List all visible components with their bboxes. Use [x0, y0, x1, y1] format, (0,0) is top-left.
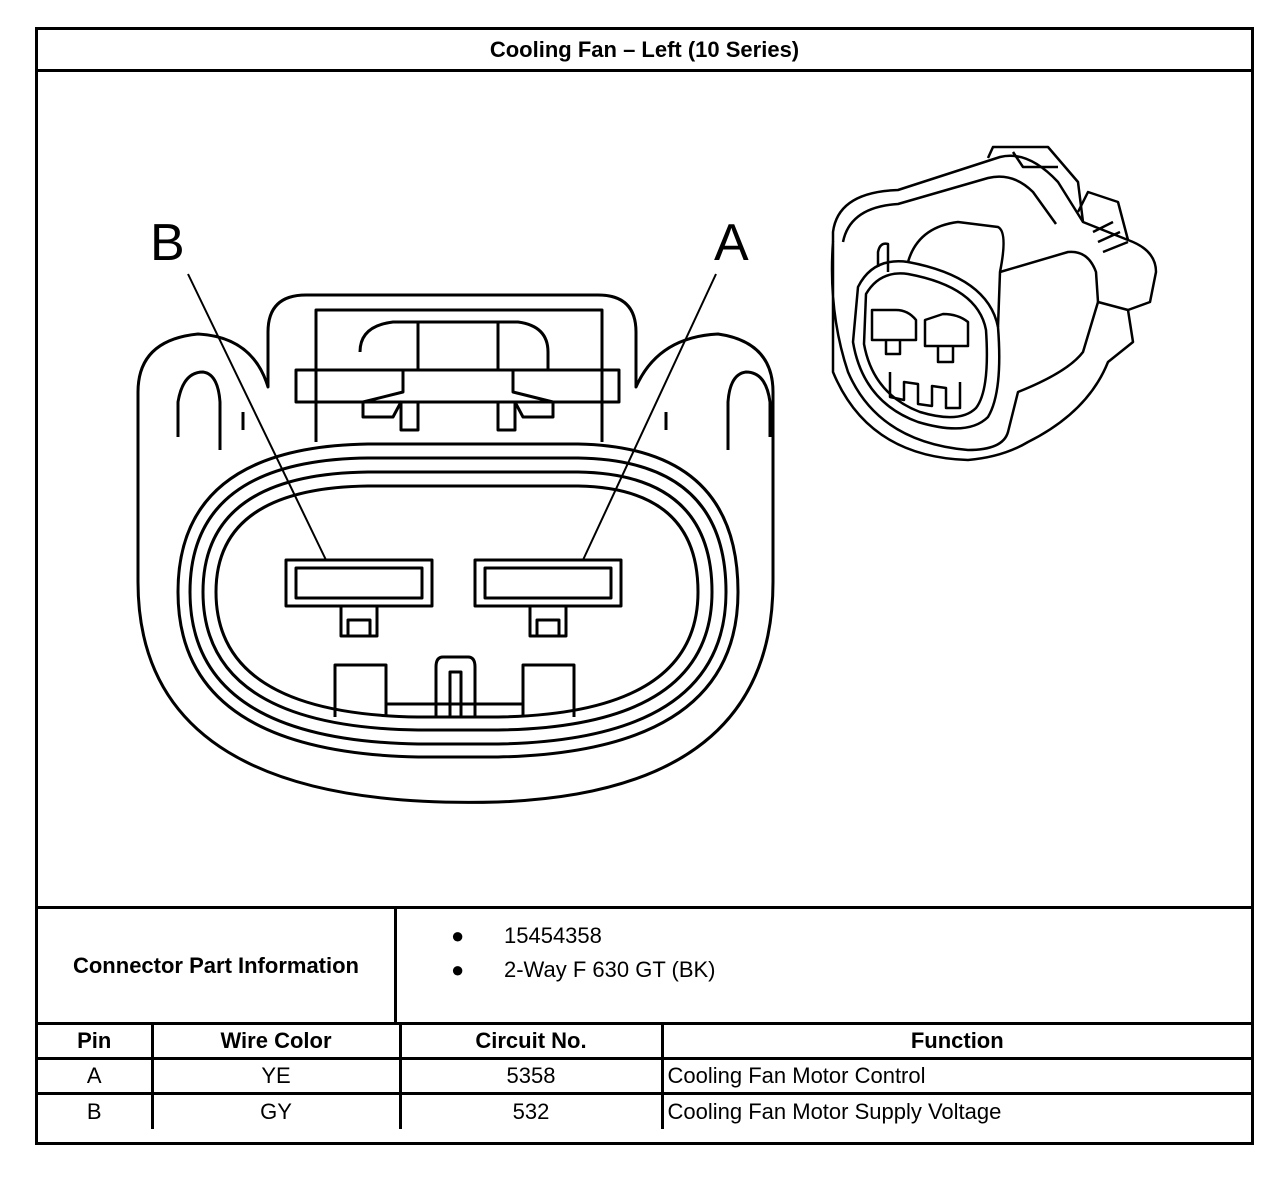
- cell-circuit: 5358: [398, 1057, 664, 1095]
- cell-function: Cooling Fan Motor Control: [660, 1057, 1251, 1095]
- table-row: A YE 5358 Cooling Fan Motor Control: [38, 1057, 1251, 1095]
- cell-circuit: 532: [398, 1092, 664, 1129]
- connector-info-label: Connector Part Information: [38, 909, 397, 1022]
- cell-pin: B: [38, 1092, 154, 1129]
- cell-wire-color: GY: [150, 1092, 402, 1129]
- header-wire-color: Wire Color: [150, 1022, 402, 1060]
- sheet-title: Cooling Fan – Left (10 Series): [38, 30, 1251, 72]
- table-row: B GY 532 Cooling Fan Motor Supply Voltag…: [38, 1092, 1251, 1129]
- housing-outline: [136, 293, 775, 804]
- pin-label-b: B: [150, 214, 185, 272]
- latch-outline: [314, 308, 604, 442]
- connector-face-view: B A: [136, 214, 775, 804]
- connector-info-list: ● 15454358 ● 2-Way F 630 GT (BK): [397, 919, 1247, 987]
- connector-sheet: Cooling Fan – Left (10 Series): [35, 27, 1254, 1145]
- bullet-icon: ●: [451, 957, 465, 982]
- connector-part-info: Connector Part Information ● 15454358 ● 2-…: [38, 906, 1251, 1022]
- header-pin: Pin: [38, 1022, 154, 1060]
- connector-drawing: B A: [38, 72, 1251, 906]
- seal-ring-middle: [188, 456, 728, 746]
- pin-table: Pin Wire Color Circuit No. Function A YE…: [38, 1022, 1251, 1129]
- pin-label-a: A: [714, 214, 749, 272]
- cell-wire-color: YE: [150, 1057, 402, 1095]
- part-number: 15454358: [504, 923, 602, 948]
- list-item: ● 15454358: [397, 919, 1247, 953]
- bullet-icon: ●: [451, 923, 465, 948]
- seal-ring-outer: [176, 442, 740, 759]
- connector-description: 2-Way F 630 GT (BK): [504, 957, 716, 982]
- connector-iso-view: [830, 145, 1158, 462]
- table-header-row: Pin Wire Color Circuit No. Function: [38, 1022, 1251, 1060]
- list-item: ● 2-Way F 630 GT (BK): [397, 953, 1247, 987]
- header-function: Function: [660, 1022, 1251, 1060]
- header-circuit-no: Circuit No.: [398, 1022, 664, 1060]
- cell-pin: A: [38, 1057, 154, 1095]
- cell-function: Cooling Fan Motor Supply Voltage: [660, 1092, 1251, 1129]
- cavity-outline: [214, 484, 700, 719]
